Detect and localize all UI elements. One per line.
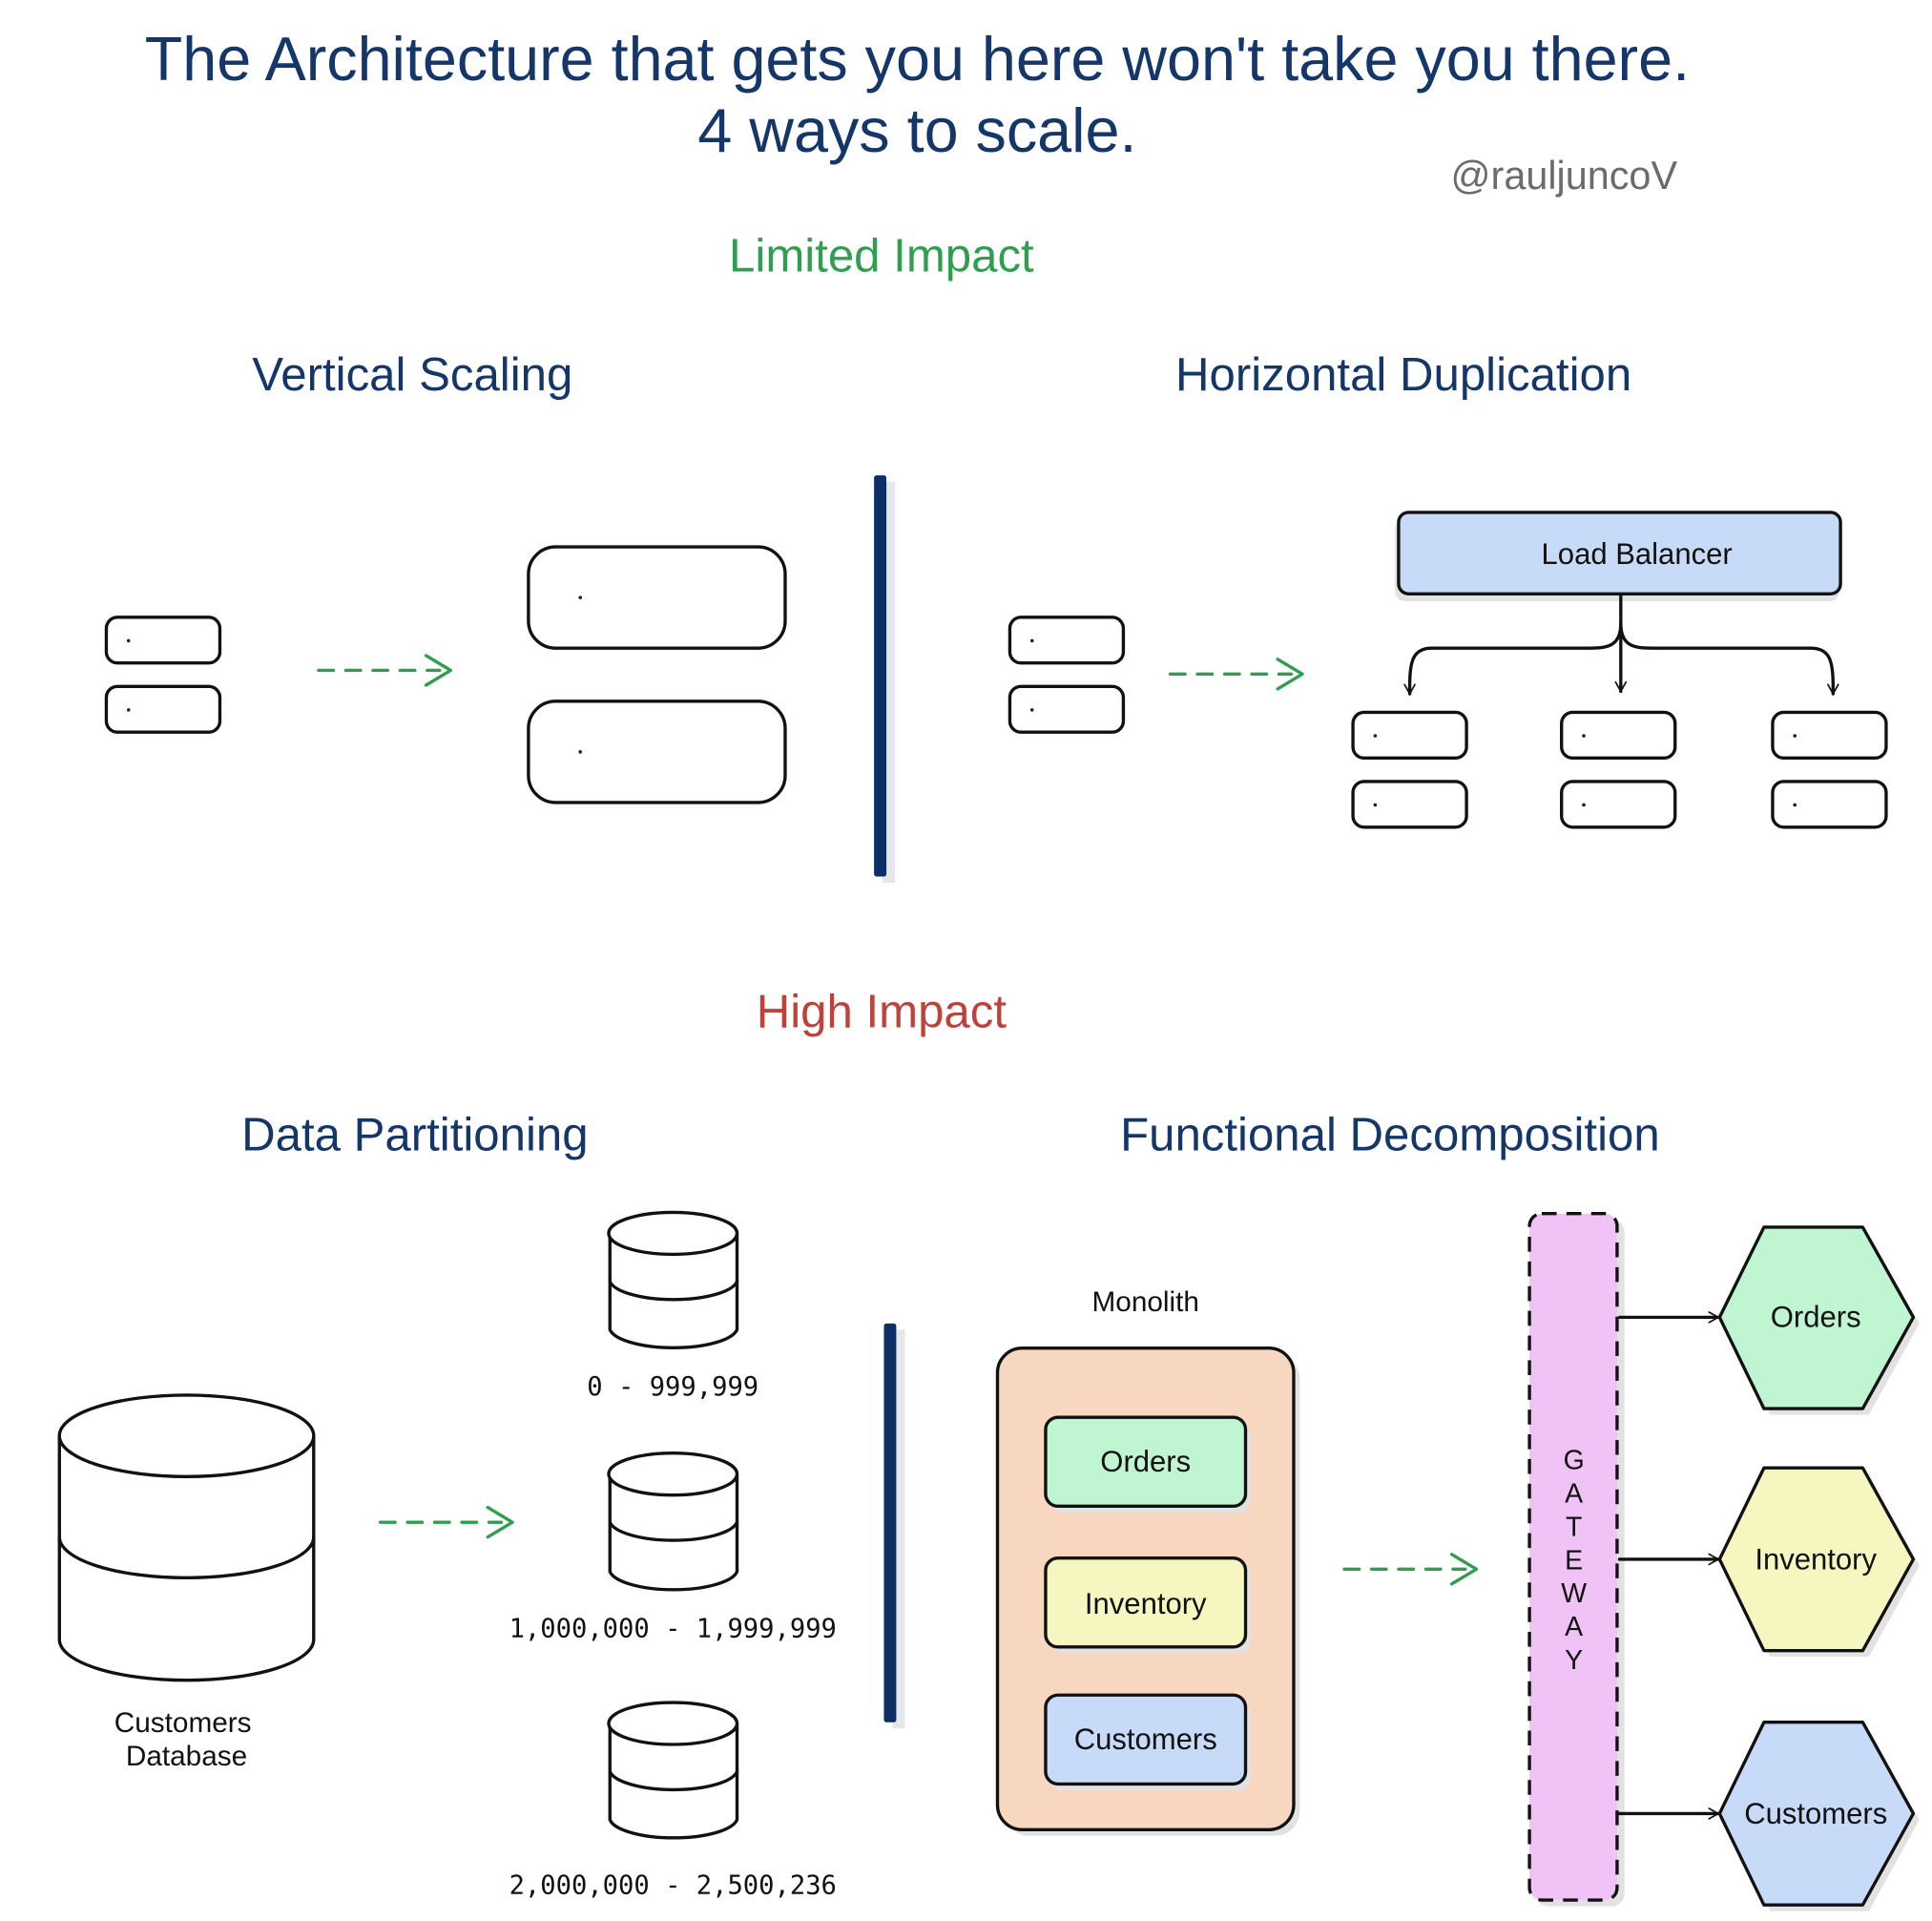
page-title-line2: 4 ways to scale. xyxy=(697,95,1136,165)
replica-group-1 xyxy=(1351,710,1468,829)
vertical-scaling-section: Vertical Scaling xyxy=(104,348,787,804)
gateway-letter: Y xyxy=(1565,1645,1583,1676)
data-partitioning-title: Data Partitioning xyxy=(241,1109,588,1161)
horizontal-scale-arrow-icon xyxy=(1168,658,1304,691)
server-indicator-icon xyxy=(1029,638,1034,643)
service-label: Orders xyxy=(1771,1301,1861,1334)
decomposition-arrow-icon xyxy=(1342,1553,1479,1586)
monolith-module-orders: Orders xyxy=(1044,1415,1251,1513)
gateway-letter: G xyxy=(1564,1446,1585,1476)
database-icon xyxy=(608,1723,739,1840)
vertical-before-servers xyxy=(104,616,222,734)
horizontal-before-servers xyxy=(1008,616,1126,734)
partition-range-1: 0 - 999,999 xyxy=(587,1372,758,1402)
server-small xyxy=(1351,780,1468,829)
customers-database-label-line2: Database xyxy=(126,1741,247,1772)
section-divider-top xyxy=(874,475,896,883)
hexagon-service-icon xyxy=(1717,1225,1916,1410)
customers-database-icon xyxy=(57,1393,316,1682)
load-balancer-connectors-icon xyxy=(1403,595,1839,696)
load-balancer-label: Load Balancer xyxy=(1542,537,1733,571)
monolith-box: Orders Inventory Customers xyxy=(995,1347,1300,1836)
author-handle: @rauljuncoV xyxy=(1451,154,1678,198)
gateway-connectors-icon xyxy=(1617,1311,1720,1820)
service-customers: Customers xyxy=(1717,1721,1920,1911)
replica-group-3 xyxy=(1771,710,1888,829)
customers-database-label-line1: Customers xyxy=(114,1707,252,1739)
service-label: Inventory xyxy=(1755,1542,1877,1576)
gateway-letter: A xyxy=(1565,1478,1583,1509)
server-small xyxy=(1771,780,1888,829)
database-icon xyxy=(608,1473,739,1592)
server-small xyxy=(104,616,222,665)
database-icon xyxy=(608,1233,739,1349)
server-large xyxy=(527,545,787,650)
load-balancer: Load Balancer xyxy=(1395,511,1842,602)
server-small xyxy=(1771,710,1888,761)
service-orders: Orders xyxy=(1717,1225,1920,1415)
server-indicator-icon xyxy=(1029,708,1034,712)
section-divider-bottom xyxy=(883,1323,905,1729)
gateway-letter: A xyxy=(1565,1612,1583,1642)
monolith-module-label: Orders xyxy=(1100,1445,1191,1478)
partition-range-2: 1,000,000 - 1,999,999 xyxy=(509,1614,837,1643)
functional-decomposition-section: Functional Decomposition Monolith Orders… xyxy=(995,1109,1920,1911)
horizontal-duplication-title: Horizontal Duplication xyxy=(1175,348,1631,401)
partition-range-3: 2,000,000 - 2,500,236 xyxy=(509,1871,837,1901)
high-impact-label: High Impact xyxy=(757,985,1008,1037)
data-partitioning-section: Data Partitioning Customers Database 0 -… xyxy=(57,1109,837,1901)
server-indicator-icon xyxy=(126,708,131,712)
gateway-letter: T xyxy=(1566,1512,1582,1542)
vertical-scaling-title: Vertical Scaling xyxy=(252,348,572,401)
server-small xyxy=(104,684,222,734)
server-small xyxy=(1351,710,1468,761)
monolith-module-inventory: Inventory xyxy=(1044,1556,1251,1654)
functional-decomposition-title: Functional Decomposition xyxy=(1120,1109,1660,1161)
page-title-line1: The Architecture that gets you here won'… xyxy=(145,24,1690,94)
hexagon-service-icon xyxy=(1717,1466,1916,1653)
server-small xyxy=(1008,616,1126,665)
vertical-after-servers xyxy=(527,545,787,804)
server-large xyxy=(527,699,787,804)
server-indicator-icon xyxy=(578,595,583,599)
service-label: Customers xyxy=(1744,1797,1887,1830)
replica-group-2 xyxy=(1560,710,1677,829)
monolith-label: Monolith xyxy=(1092,1286,1199,1318)
limited-impact-label: Limited Impact xyxy=(729,230,1034,282)
monolith-module-customers: Customers xyxy=(1044,1693,1251,1790)
horizontal-duplication-section: Horizontal Duplication Load Balancer xyxy=(1008,348,1888,829)
server-small xyxy=(1560,780,1677,829)
partition-arrow-icon xyxy=(378,1505,514,1539)
partition-db-2: 1,000,000 - 1,999,999 xyxy=(509,1451,837,1643)
vertical-scale-arrow-icon xyxy=(317,654,453,687)
server-small xyxy=(1560,710,1677,761)
server-indicator-icon xyxy=(578,750,583,754)
hexagon-service-icon xyxy=(1717,1721,1916,1907)
server-indicator-icon xyxy=(126,638,131,643)
gateway-letter: W xyxy=(1561,1578,1587,1609)
partition-db-1: 0 - 999,999 xyxy=(587,1210,758,1402)
monolith-module-label: Inventory xyxy=(1085,1587,1207,1620)
partition-db-3: 2,000,000 - 2,500,236 xyxy=(509,1701,837,1901)
server-small xyxy=(1008,684,1126,734)
gateway-letter: E xyxy=(1565,1545,1583,1576)
service-inventory: Inventory xyxy=(1717,1466,1920,1658)
monolith-module-label: Customers xyxy=(1074,1723,1217,1756)
